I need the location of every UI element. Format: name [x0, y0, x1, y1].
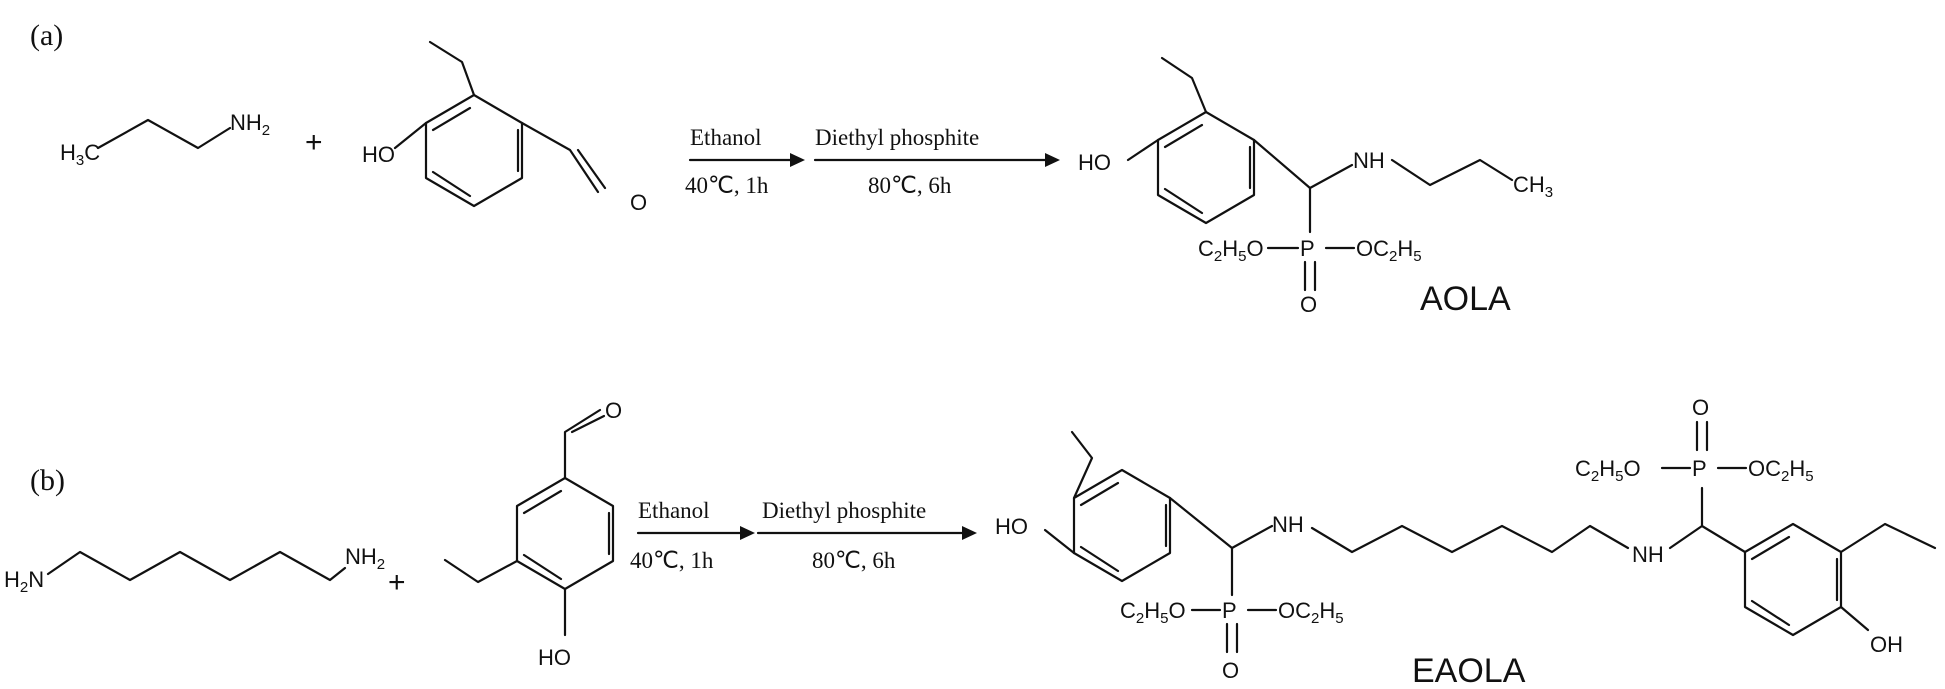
ch-bond	[1252, 138, 1354, 190]
eaola-structure: HO NH NH P O C2H5O OC2H5 P O C2H5O OC2H5	[995, 395, 1937, 689]
plus-sign-b: +	[388, 566, 406, 599]
solvent-label: Ethanol	[690, 125, 762, 150]
hydroxy-bond	[1126, 138, 1160, 162]
arrow-head	[1045, 153, 1060, 167]
conditions-label: 40℃, 1h	[685, 173, 769, 198]
aldehyde-bond	[563, 408, 606, 480]
hydroxy-label: HO	[1078, 150, 1111, 175]
methoxy-bond	[443, 558, 519, 584]
left-p-o-double-bond	[1225, 622, 1239, 654]
compound-name-eaola: EAOLA	[1412, 652, 1526, 689]
reaction-step-1a: Ethanol 40℃, 1h	[685, 125, 805, 198]
hydroxy-label: HO	[538, 645, 571, 670]
left-ethoxy-right: OC2H5	[1278, 598, 1344, 627]
right-phosphoryl-o-label: O	[1692, 395, 1709, 420]
vanillin-b: O HO	[443, 398, 622, 670]
left-benzene-ring	[1072, 468, 1172, 583]
ring-double-bonds	[1163, 123, 1252, 215]
arrow-head	[790, 153, 805, 167]
propyl-chain	[96, 118, 232, 150]
benzene-ring	[424, 93, 524, 208]
left-ring-double-bonds	[1079, 481, 1168, 573]
left-phosphoryl-o-label: O	[1222, 658, 1239, 683]
left-hydroxy-bond	[1043, 528, 1076, 555]
vanillin-a: HO O	[362, 40, 647, 215]
propyl-chain	[1390, 158, 1514, 187]
conditions-label: 40℃, 1h	[630, 548, 714, 573]
ring-double-bonds	[522, 489, 611, 581]
solvent-label: Ethanol	[638, 498, 710, 523]
left-ch-bond	[1168, 496, 1274, 550]
reagent-label: Diethyl phosphite	[762, 498, 926, 523]
right-ch-ring-bond	[1700, 524, 1747, 554]
right-nh-label: NH	[1632, 542, 1664, 567]
phosphoryl-o-label: O	[1300, 292, 1317, 317]
methoxy-bond	[428, 40, 476, 97]
methoxy-bond	[1160, 56, 1208, 114]
left-phosphorus-label: P	[1222, 598, 1237, 623]
right-ch-bond-a	[1668, 524, 1704, 550]
nh2-group: NH2	[230, 110, 270, 139]
left-methoxy-bond	[1070, 430, 1094, 500]
hexyl-chain	[46, 550, 347, 582]
reaction-step-2b: Diethyl phosphite 80℃, 6h	[756, 498, 977, 573]
conditions-label: 80℃, 6h	[812, 548, 896, 573]
plus-sign-a: +	[305, 126, 323, 159]
right-p-o-double-bond	[1695, 420, 1709, 452]
benzene-ring	[1156, 110, 1256, 225]
hexyl-linker	[1310, 524, 1630, 554]
hexanediamine: H2N NH2	[4, 544, 385, 596]
nh-label: NH	[1353, 148, 1385, 173]
arrow-head	[962, 526, 977, 540]
ring-double-bonds	[431, 106, 520, 198]
right-phosphorus-label: P	[1692, 456, 1707, 481]
ethoxy-left: C2H5O	[1198, 236, 1264, 265]
reaction-step-2a: Diethyl phosphite 80℃, 6h	[813, 125, 1060, 198]
right-ethoxy-left: C2H5O	[1575, 456, 1641, 485]
panel-b-label: (b)	[30, 464, 65, 497]
right-benzene-ring	[1743, 522, 1843, 637]
right-hydroxy-label: OH	[1870, 632, 1903, 657]
left-nh-label: NH	[1272, 512, 1304, 537]
propylamine: H3C NH2	[60, 110, 270, 169]
conditions-label: 80℃, 6h	[868, 173, 952, 198]
aldehyde-bond	[520, 121, 607, 194]
left-ethoxy-left: C2H5O	[1120, 598, 1186, 627]
hydroxy-bond	[393, 121, 428, 150]
reagent-label: Diethyl phosphite	[815, 125, 979, 150]
arrow-head	[740, 526, 755, 540]
right-ethoxy-right: OC2H5	[1748, 456, 1814, 485]
aola-structure: HO NH CH3 P O C2H5O OC2H5 AOLA	[1078, 56, 1553, 318]
ethoxy-right: OC2H5	[1356, 236, 1422, 265]
benzene-ring	[515, 476, 615, 591]
reaction-step-1b: Ethanol 40℃, 1h	[630, 498, 755, 573]
panel-a-label: (a)	[30, 19, 63, 52]
compound-name-aola: AOLA	[1420, 280, 1511, 318]
right-hydroxy-bond	[1839, 605, 1870, 632]
h2n-group: H2N	[4, 567, 44, 596]
right-ring-double-bonds	[1750, 535, 1839, 627]
phosphorus-label: P	[1300, 236, 1315, 261]
h3c-group: H3C	[60, 140, 100, 169]
p-o-double-bond	[1303, 260, 1317, 292]
hydroxy-label: HO	[362, 142, 395, 167]
aldehyde-o-label: O	[630, 190, 647, 215]
aldehyde-o-label: O	[605, 398, 622, 423]
right-methoxy-bond	[1839, 522, 1937, 554]
ch3-group: CH3	[1513, 172, 1553, 201]
left-hydroxy-label: HO	[995, 514, 1028, 539]
nh2-group: NH2	[345, 544, 385, 573]
